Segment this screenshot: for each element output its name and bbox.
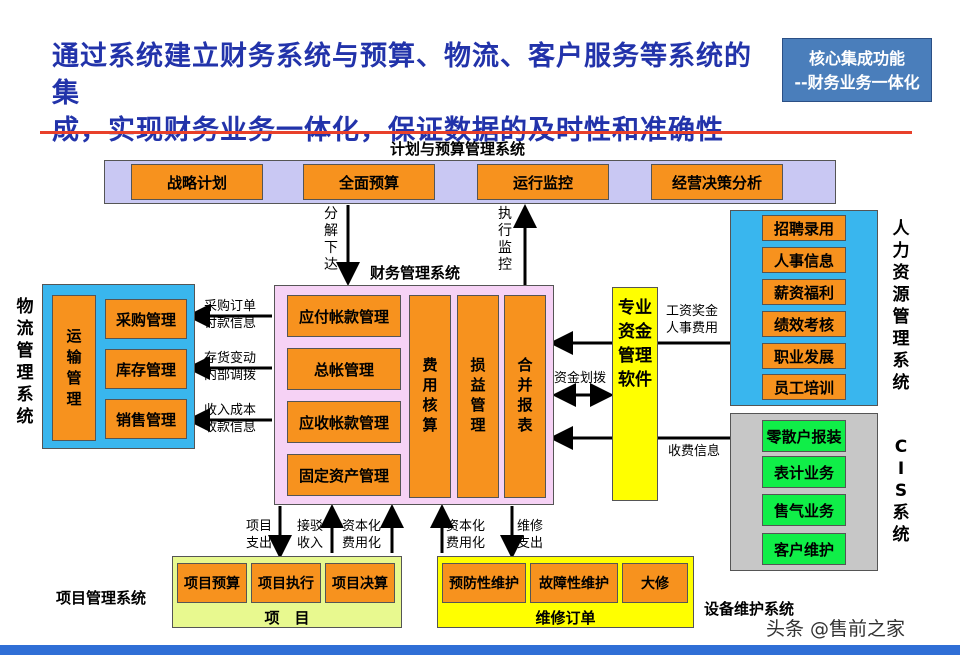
cis-label-letters: CIS [894, 437, 908, 501]
hr-item-career: 职业发展 [762, 343, 846, 369]
badge-line-2: --财务业务一体化 [794, 73, 920, 92]
project-footer-label: 项 目 [264, 609, 310, 627]
fund-software-label: 专业资金管理软件 [618, 298, 652, 390]
inventory-annotation: 存货变动 内部调拨 [204, 350, 256, 384]
capitalize-annotation-1: 资本化 费用化 [342, 518, 381, 552]
fund-software-panel: 专业资金管理软件 [612, 287, 658, 501]
inventory-annotation-line-2: 内部调拨 [204, 368, 257, 383]
badge-line-1: 核心集成功能 [808, 49, 905, 68]
revenue-annotation-line-1: 收入成本 [204, 403, 257, 418]
finance-column-expense: 费用核算 [409, 295, 451, 498]
cis-item-gas-sales: 售气业务 [762, 494, 846, 526]
purchase-annotation: 采购订单 付款信息 [204, 298, 256, 332]
hr-item-recruitment: 招聘录用 [762, 215, 846, 241]
project-item-budget: 项目预算 [177, 563, 247, 603]
project-system-label: 项目管理系统 [56, 589, 147, 607]
salary-annotation-line-2: 人事费用 [666, 321, 719, 336]
logistics-item-sales: 销售管理 [105, 399, 187, 439]
hr-system-panel: 招聘录用 人事信息 薪资福利 绩效考核 职业发展 员工培训 [730, 210, 878, 406]
fee-annotation: 收费信息 [668, 444, 721, 459]
hr-item-personnel: 人事信息 [762, 247, 846, 273]
finance-item-fixed-assets: 固定资产管理 [287, 454, 401, 496]
cis-item-installation: 零散户报装 [762, 420, 846, 452]
project-item-settlement: 项目决算 [325, 563, 395, 603]
logistics-system-panel: 运输管理 采购管理 库存管理 销售管理 [42, 284, 195, 449]
planning-item-monitoring: 运行监控 [477, 164, 609, 200]
project-expense-line-1: 项目 [246, 519, 273, 534]
finance-system-label: 财务管理系统 [370, 264, 461, 282]
execute-monitor-label: 执行监控 [498, 206, 512, 273]
project-expense-annotation: 项目 支出 [246, 518, 272, 552]
equipment-item-preventive: 预防性维护 [442, 563, 526, 603]
receive-income-annotation: 接驳 收入 [297, 518, 323, 552]
cis-item-metering: 表计业务 [762, 456, 846, 488]
hr-system-label: 人力资源管理系统 [892, 219, 910, 393]
capitalize-1-line-1: 资本化 [342, 519, 382, 534]
planning-system-panel: 战略计划 全面预算 运行监控 经营决策分析 [104, 160, 836, 204]
cis-item-customer: 客户维护 [762, 533, 846, 565]
page-title: 通过系统建立财务系统与预算、物流、客户服务等系统的集 成，实现财务业务一体化，保… [52, 38, 752, 149]
maintenance-expense-annotation: 维修 支出 [517, 518, 543, 552]
equipment-footer-label: 维修订单 [535, 609, 596, 627]
project-item-execution: 项目执行 [251, 563, 321, 603]
maintenance-expense-line-2: 支出 [517, 536, 544, 551]
title-divider [40, 131, 912, 134]
finance-item-ledger: 总帐管理 [287, 348, 401, 390]
logistics-transport-label: 运输管理 [66, 327, 82, 408]
finance-item-receivables: 应收帐款管理 [287, 401, 401, 443]
equipment-system-panel: 预防性维护 故障性维护 大修 维修订单 [437, 556, 694, 628]
revenue-annotation-line-2: 收款信息 [204, 420, 257, 435]
cis-system-label: CIS 系统 [890, 436, 912, 546]
hr-item-performance: 绩效考核 [762, 311, 846, 337]
purchase-annotation-line-2: 付款信息 [204, 316, 257, 331]
finance-item-payables: 应付帐款管理 [287, 295, 401, 337]
fund-transfer-annotation: 资金划拨 [554, 371, 607, 386]
planning-item-strategy: 战略计划 [131, 164, 263, 200]
logistics-transport: 运输管理 [52, 295, 96, 441]
planning-item-budget: 全面预算 [303, 164, 435, 200]
equipment-item-corrective: 故障性维护 [530, 563, 618, 603]
title-line-1: 通过系统建立财务系统与预算、物流、客户服务等系统的集 [52, 41, 752, 109]
capitalize-annotation-2: 资本化 费用化 [446, 518, 485, 552]
finance-column-pnl: 损益管理 [457, 295, 499, 498]
maintenance-expense-line-1: 维修 [517, 519, 544, 534]
revenue-annotation: 收入成本 收款信息 [204, 402, 256, 436]
finance-column-consolidation: 合并报表 [504, 295, 546, 498]
footer-bar [0, 645, 960, 655]
core-function-badge: 核心集成功能 --财务业务一体化 [782, 38, 932, 102]
capitalize-1-line-2: 费用化 [342, 536, 382, 551]
project-system-panel: 项目预算 项目执行 项目决算 项 目 [172, 556, 402, 628]
capitalize-2-line-1: 资本化 [446, 519, 486, 534]
logistics-item-inventory: 库存管理 [105, 349, 187, 389]
salary-annotation-line-1: 工资奖金 [666, 304, 719, 319]
hr-item-compensation: 薪资福利 [762, 279, 846, 305]
inventory-annotation-line-1: 存货变动 [204, 351, 257, 366]
cis-system-panel: 零散户报装 表计业务 售气业务 客户维护 [730, 413, 878, 571]
purchase-annotation-line-1: 采购订单 [204, 299, 257, 314]
watermark: 头条 @售前之家 [766, 618, 906, 640]
hr-item-training: 员工培训 [762, 374, 846, 400]
cis-label-suffix: 系统 [892, 503, 910, 545]
equipment-item-overhaul: 大修 [622, 563, 688, 603]
decompose-label: 分解下达 [324, 206, 338, 273]
planning-item-decision: 经营决策分析 [651, 164, 783, 200]
equipment-system-label: 设备维护系统 [704, 600, 795, 618]
receive-income-line-1: 接驳 [297, 519, 324, 534]
title-line-2: 成，实现财务业务一体化，保证数据的及时性和准确性 [52, 115, 724, 146]
finance-system-panel: 应付帐款管理 总帐管理 应收帐款管理 固定资产管理 费用核算 损益管理 合并报表 [274, 285, 554, 505]
receive-income-line-2: 收入 [297, 536, 324, 551]
logistics-system-label: 物流管理系统 [16, 297, 34, 427]
logistics-item-purchase: 采购管理 [105, 299, 187, 339]
project-expense-line-2: 支出 [246, 536, 273, 551]
planning-system-label: 计划与预算管理系统 [390, 140, 526, 158]
capitalize-2-line-2: 费用化 [446, 536, 486, 551]
salary-annotation: 工资奖金 人事费用 [666, 303, 718, 337]
